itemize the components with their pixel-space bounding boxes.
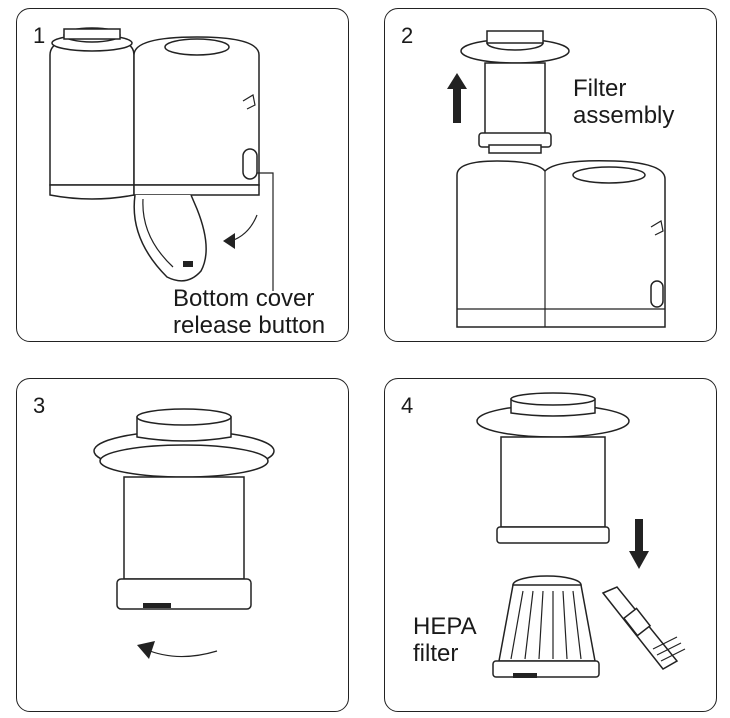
bottom-cover-release-button-label: Bottom cover release button	[173, 285, 326, 339]
step-number: 3	[33, 393, 46, 418]
step-3-panel: 3	[16, 378, 349, 712]
step-number: 2	[401, 23, 414, 48]
step-1-panel: 1 Bottom cover release button	[16, 8, 349, 342]
filter-removal-illustration	[447, 30, 666, 328]
filter-twist-illustration	[93, 408, 275, 659]
step-number: 1	[33, 23, 46, 48]
step-4-panel: 4 HEPA filter	[384, 378, 717, 712]
hepa-filter-label: HEPA filter	[413, 613, 477, 667]
filter-assembly-label: Filter assembly	[573, 75, 675, 129]
step-2-panel: 2 Filter assembly	[384, 8, 717, 342]
step-number: 4	[401, 393, 414, 418]
cleaning-brush-icon	[601, 586, 686, 670]
hepa-filter-illustration	[476, 392, 686, 678]
dust-bin-open-illustration	[49, 27, 274, 291]
